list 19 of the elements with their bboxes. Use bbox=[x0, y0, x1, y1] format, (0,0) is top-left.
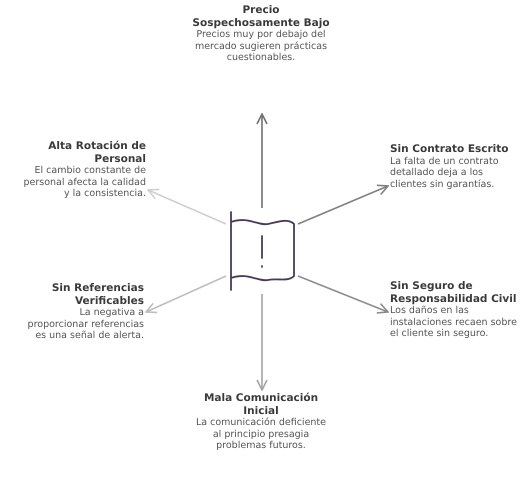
heading: Sin Referencias Verificables bbox=[50, 282, 144, 307]
flag-icon bbox=[228, 210, 296, 292]
heading: Alta Rotación de Personal bbox=[47, 140, 146, 165]
description: El cambio constante de personal afecta la calidad y la consistencia. bbox=[22, 165, 146, 200]
arrow bbox=[145, 275, 226, 314]
arrow bbox=[298, 275, 389, 314]
arrow bbox=[298, 184, 389, 225]
arrow bbox=[256, 113, 268, 208]
heading: Sin Contrato Escrito bbox=[390, 143, 510, 156]
description: Los daños en las instalaciones recaen sobre el cliente sin seguro. bbox=[390, 305, 518, 340]
description: La falta de un contrato detallado deja a los clientes sin garantías. bbox=[390, 156, 500, 190]
description: La comunicación deficiente al principio presagia problemas futuros. bbox=[194, 417, 328, 452]
arrow bbox=[147, 188, 226, 225]
description: Precios muy por debajo del mercado sugieren prácticas cuestionables. bbox=[194, 29, 328, 64]
heading: Sin Seguro de Responsabilidad Civil bbox=[390, 280, 518, 305]
heading: Mala Comunicación Inicial bbox=[202, 392, 320, 417]
description: La negativa a proporcionar referencias es una señal de alerta. bbox=[26, 307, 144, 342]
heading: Precio Sospechosamente Bajo bbox=[192, 4, 330, 29]
arrow bbox=[256, 294, 268, 391]
